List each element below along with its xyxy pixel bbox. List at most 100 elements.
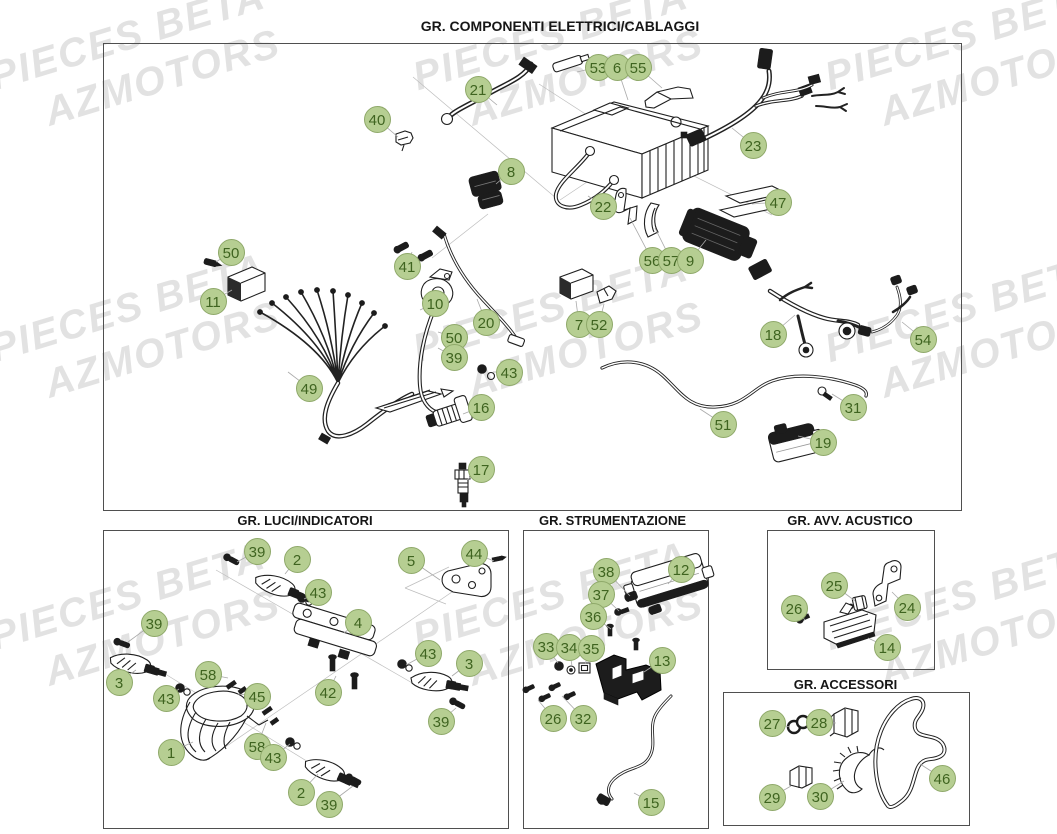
- callout-elettrici-11-13[interactable]: 11: [199, 287, 227, 315]
- callout-luci-43-7[interactable]: 43: [414, 639, 442, 667]
- section-box-strumentazione: [523, 530, 709, 829]
- callout-elettrici-23-7[interactable]: 23: [739, 131, 767, 159]
- bracket-24-drawing: [872, 560, 902, 607]
- section-box-elettrici: [103, 43, 962, 511]
- section-title-acustico: GR. AVV. ACUSTICO: [787, 513, 913, 528]
- callout-accessori-27-0[interactable]: 27: [758, 709, 786, 737]
- callout-elettrici-51-25[interactable]: 51: [709, 410, 737, 438]
- callout-elettrici-55-2[interactable]: 55: [624, 53, 652, 81]
- hardware-33-34-35-drawing: [554, 661, 591, 675]
- callout-luci-43-11[interactable]: 43: [152, 684, 180, 712]
- callout-elettrici-17-24[interactable]: 17: [467, 455, 495, 483]
- callout-strumentazione-15-10[interactable]: 15: [637, 788, 665, 816]
- indicator-3-right-drawing: [410, 671, 469, 692]
- horn-14-drawing: [823, 602, 877, 649]
- cable-loop-46-drawing: [873, 696, 947, 810]
- callout-elettrici-57-10[interactable]: 57: [657, 246, 685, 274]
- callout-luci-39-18[interactable]: 39: [315, 790, 343, 818]
- callout-elettrici-20-18[interactable]: 20: [472, 308, 500, 336]
- flasher-7-drawing: [559, 268, 594, 300]
- callout-elettrici-21-3[interactable]: 21: [464, 75, 492, 103]
- callout-luci-39-5[interactable]: 39: [140, 609, 168, 637]
- callout-strumentazione-38-0[interactable]: 38: [592, 557, 620, 585]
- callout-luci-1-13[interactable]: 1: [157, 738, 185, 766]
- clip-52-drawing: [596, 285, 617, 304]
- callout-luci-45-12[interactable]: 45: [243, 682, 271, 710]
- bolts-39-drawing: [113, 553, 466, 786]
- callout-elettrici-9-11[interactable]: 9: [676, 246, 704, 274]
- callout-accessori-28-1[interactable]: 28: [805, 708, 833, 736]
- callout-elettrici-16-23[interactable]: 16: [467, 393, 495, 421]
- callout-luci-5-3[interactable]: 5: [397, 546, 425, 574]
- callout-acustico-24-1[interactable]: 24: [893, 593, 921, 621]
- callout-luci-42-16[interactable]: 42: [314, 678, 342, 706]
- callout-strumentazione-35-6[interactable]: 35: [577, 634, 605, 662]
- callout-elettrici-40-4[interactable]: 40: [363, 105, 391, 133]
- callout-elettrici-22-6[interactable]: 22: [589, 192, 617, 220]
- callout-strumentazione-32-9[interactable]: 32: [569, 704, 597, 732]
- callout-luci-43-15[interactable]: 43: [259, 743, 287, 771]
- callout-elettrici-8-5[interactable]: 8: [497, 157, 525, 185]
- connector-8-drawing: [468, 170, 504, 210]
- callout-elettrici-41-14[interactable]: 41: [393, 252, 421, 280]
- clamp-28-drawing: [829, 707, 859, 738]
- callout-accessori-29-2[interactable]: 29: [758, 783, 786, 811]
- fuse-53-drawing: [552, 53, 591, 73]
- callout-elettrici-49-20[interactable]: 49: [295, 374, 323, 402]
- callout-elettrici-52-22[interactable]: 52: [585, 310, 613, 338]
- callout-elettrici-53-0[interactable]: 53: [584, 53, 612, 81]
- screw-37-drawing: [614, 606, 630, 616]
- callout-luci-39-19[interactable]: 39: [427, 707, 455, 735]
- callout-strumentazione-12-1[interactable]: 12: [667, 555, 695, 583]
- callout-elettrici-39-17[interactable]: 39: [440, 343, 468, 371]
- callout-elettrici-47-8[interactable]: 47: [764, 188, 792, 216]
- wiring-harness-49-drawing: [257, 287, 455, 445]
- callout-luci-3-10[interactable]: 3: [105, 668, 133, 696]
- callout-acustico-14-3[interactable]: 14: [873, 633, 901, 661]
- screw-50-drawing: [203, 258, 223, 268]
- callout-elettrici-43-19[interactable]: 43: [495, 358, 523, 386]
- callout-luci-3-8[interactable]: 3: [455, 649, 483, 677]
- callout-accessori-46-4[interactable]: 46: [928, 764, 956, 792]
- callout-luci-44-4[interactable]: 44: [460, 539, 488, 567]
- section-title-strumentazione: GR. STRUMENTAZIONE: [538, 513, 687, 528]
- screws-41-drawing: [393, 241, 434, 262]
- callout-strumentazione-13-7[interactable]: 13: [648, 646, 676, 674]
- relay-11-drawing: [227, 266, 266, 302]
- lead-wire-20-drawing: [432, 225, 526, 347]
- callout-elettrici-19-29[interactable]: 19: [809, 428, 837, 456]
- sensor-cable-15-drawing: [596, 694, 673, 806]
- section-title-luci: GR. LUCI/INDICATORI: [237, 513, 373, 528]
- ecu-9-drawing: [678, 207, 758, 261]
- callout-accessori-30-3[interactable]: 30: [806, 782, 834, 810]
- headlight-1-drawing: [180, 685, 269, 761]
- section-box-accessori: [723, 692, 970, 826]
- section-title-elettrici: GR. COMPONENTI ELETTRICI/CABLAGGI: [420, 18, 700, 34]
- callout-luci-2-1[interactable]: 2: [283, 545, 311, 573]
- callout-luci-39-0[interactable]: 39: [243, 537, 271, 565]
- callout-luci-4-6[interactable]: 4: [344, 608, 372, 636]
- callout-acustico-25-0[interactable]: 25: [820, 571, 848, 599]
- callout-elettrici-18-26[interactable]: 18: [759, 320, 787, 348]
- nut-43-drawing: [477, 364, 496, 381]
- callout-strumentazione-26-8[interactable]: 26: [539, 704, 567, 732]
- clip-40-drawing: [395, 130, 414, 152]
- callout-luci-43-2[interactable]: 43: [304, 578, 332, 606]
- callout-strumentazione-34-5[interactable]: 34: [555, 633, 583, 661]
- callout-acustico-26-2[interactable]: 26: [780, 594, 808, 622]
- callout-elettrici-10-15[interactable]: 10: [421, 289, 449, 317]
- callout-strumentazione-36-3[interactable]: 36: [579, 602, 607, 630]
- hose-51-drawing: [600, 360, 868, 409]
- callout-elettrici-31-28[interactable]: 31: [839, 393, 867, 421]
- callout-elettrici-50-12[interactable]: 50: [217, 238, 245, 266]
- callout-luci-58-9[interactable]: 58: [194, 660, 222, 688]
- callout-elettrici-54-27[interactable]: 54: [909, 325, 937, 353]
- dash-bracket-13-drawing: [595, 654, 662, 706]
- section-box-luci: [103, 530, 509, 829]
- callout-luci-2-17[interactable]: 2: [287, 778, 315, 806]
- bracket-5-44-drawing: [441, 555, 507, 598]
- spark-plug-cap-16-drawing: [425, 395, 473, 428]
